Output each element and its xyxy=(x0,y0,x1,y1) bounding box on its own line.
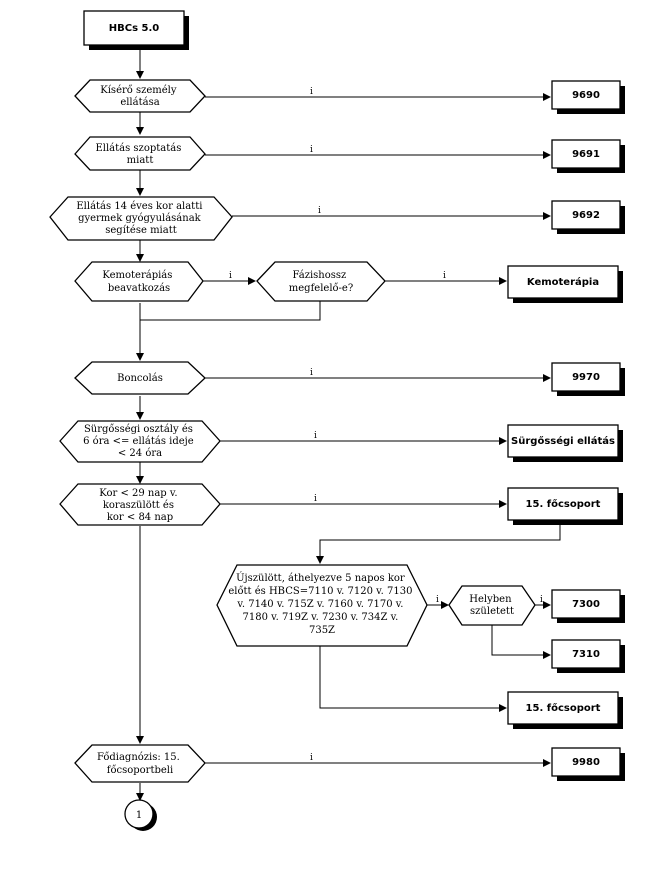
outcome-9980: 9980 xyxy=(551,747,625,781)
decision-boncolas: Boncolás xyxy=(74,361,206,395)
decision-fodiagnozis-text: Fődiagnózis: 15. főcsoportbeli xyxy=(97,752,183,776)
start-label: HBCs 5.0 xyxy=(109,23,160,34)
outcome-15-focsoport-2: 15. főcsoport xyxy=(507,691,623,729)
decision-ujszulott-text: Újszülött, áthelyezve 5 napos kor előtt … xyxy=(228,572,415,636)
outcome-15-focsoport: 15. főcsoport xyxy=(507,487,623,525)
decision-kor: Kor < 29 nap v. koraszülött és kor < 84 … xyxy=(59,483,221,526)
decision-kisero-text: Kísérő személy ellátása xyxy=(100,85,179,108)
yes-label: i xyxy=(314,494,317,504)
decision-ujszulott: Újszülött, áthelyezve 5 napos kor előtt … xyxy=(216,564,428,647)
svg-text:9970: 9970 xyxy=(572,372,600,383)
start-box: HBCs 5.0 xyxy=(83,10,189,50)
decision-gyermek: Ellátás 14 éves kor alatti gyermek gyógy… xyxy=(49,196,233,241)
decision-gyermek-text: Ellátás 14 éves kor alatti gyermek gyógy… xyxy=(76,201,205,236)
svg-text:9980: 9980 xyxy=(572,757,600,768)
yes-label: i xyxy=(310,753,313,763)
decision-szoptatas: Ellátás szoptatás miatt xyxy=(74,136,206,171)
yes-label: i xyxy=(436,595,439,605)
decision-szoptatas-text: Ellátás szoptatás miatt xyxy=(95,143,184,166)
svg-text:15. főcsoport: 15. főcsoport xyxy=(526,498,601,510)
yes-label: i xyxy=(540,595,543,605)
svg-text:Sürgősségi ellátás: Sürgősségi ellátás xyxy=(511,435,615,447)
yes-label: i xyxy=(310,145,313,155)
outcome-surgossegi-ellatas: Sürgősségi ellátás xyxy=(507,424,623,462)
svg-text:15. főcsoport: 15. főcsoport xyxy=(526,702,601,714)
decision-kemoterapias: Kemoterápiás beavatkozás xyxy=(74,261,204,302)
svg-text:9692: 9692 xyxy=(572,210,600,221)
yes-label: i xyxy=(443,271,446,281)
yes-label: i xyxy=(318,206,321,216)
decision-fazishossz: Fázishossz megfelelő-e? xyxy=(256,261,386,302)
outcome-9690: 9690 xyxy=(551,80,625,114)
outcome-9970: 9970 xyxy=(551,362,625,396)
svg-text:7310: 7310 xyxy=(572,649,600,660)
decision-fodiagnozis: Fődiagnózis: 15. főcsoportbeli xyxy=(74,744,206,783)
yes-label: i xyxy=(314,431,317,441)
decision-helyben: Helyben született xyxy=(448,585,536,626)
decision-surgossegi-text: Sürgősségi osztály és 6 óra <= ellátás i… xyxy=(83,424,197,459)
decision-kemoterapias-text: Kemoterápiás beavatkozás xyxy=(102,270,175,294)
outcome-7300: 7300 xyxy=(551,589,625,623)
decision-surgossegi: Sürgősségi osztály és 6 óra <= ellátás i… xyxy=(59,420,221,463)
outcome-9691: 9691 xyxy=(551,139,625,173)
svg-text:9691: 9691 xyxy=(572,149,600,160)
connector-lines xyxy=(136,48,561,801)
offpage-connector: 1 xyxy=(124,799,157,831)
yes-label: i xyxy=(229,271,232,281)
svg-text:7300: 7300 xyxy=(572,599,600,610)
svg-text:Kemoterápia: Kemoterápia xyxy=(527,276,599,288)
connector-label: 1 xyxy=(136,810,142,821)
decision-kisero: Kísérő személy ellátása xyxy=(74,79,206,113)
outcome-7310: 7310 xyxy=(551,639,625,673)
outcome-9692: 9692 xyxy=(551,200,625,234)
decision-boncolas-text: Boncolás xyxy=(117,373,163,384)
decision-helyben-text: Helyben született xyxy=(469,594,514,617)
yes-label: i xyxy=(310,87,313,97)
svg-text:9690: 9690 xyxy=(572,90,600,101)
outcome-kemoterapia: Kemoterápia xyxy=(507,265,623,303)
yes-label: i xyxy=(310,368,313,378)
yes-labels: i i i i i i i i i i i xyxy=(229,87,543,763)
decision-fazishossz-text: Fázishossz megfelelő-e? xyxy=(289,270,353,294)
decision-kor-text: Kor < 29 nap v. koraszülött és kor < 84 … xyxy=(99,488,180,523)
